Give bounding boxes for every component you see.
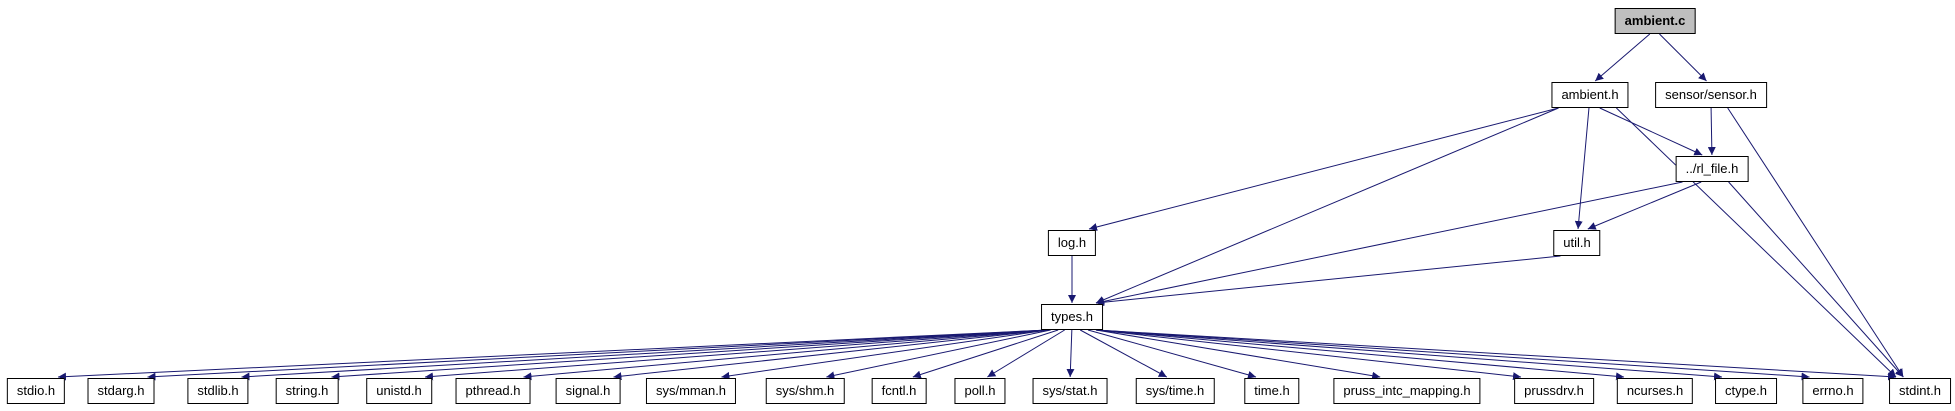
node-stdlib-h[interactable]: stdlib.h [187, 378, 249, 404]
node-label: stdarg.h [97, 383, 145, 398]
edge-types-h-to-signal-h [613, 329, 1049, 381]
edge-types-h-to-stdint-h [1095, 329, 1897, 381]
node-sensor-sensor-h[interactable]: sensor/sensor.h [1655, 82, 1767, 108]
node-label: stdio.h [16, 383, 56, 398]
node-sys-stat-h[interactable]: sys/stat.h [1032, 378, 1108, 404]
node-rl-file-h[interactable]: ../rl_file.h [1675, 156, 1749, 182]
edge-ambient-h-to-types-h [1095, 107, 1559, 304]
node-stdint-h[interactable]: stdint.h [1889, 378, 1951, 404]
edge-sensor-sensor-h-to-rl-file-h [1707, 107, 1716, 156]
edge-rl-file-h-to-util-h [1587, 181, 1702, 230]
node-sys-time-h[interactable]: sys/time.h [1135, 378, 1215, 404]
edge-types-h-to-time-h [1087, 329, 1257, 379]
node-label: ambient.h [1561, 87, 1619, 102]
edge-sensor-sensor-h-to-stdint-h [1727, 107, 1904, 378]
edge-ambient-h-to-log-h [1088, 107, 1559, 231]
node-poll-h[interactable]: poll.h [954, 378, 1006, 404]
edge-types-h-to-errno-h [1095, 329, 1810, 381]
node-sys-mman-h[interactable]: sys/mman.h [645, 378, 737, 404]
edge-types-h-to-prussdrv-h [1095, 329, 1522, 381]
node-label: sys/shm.h [775, 383, 835, 398]
node-label: sys/time.h [1145, 383, 1205, 398]
node-label: sys/mman.h [655, 383, 727, 398]
edge-rl-file-h-to-stdint-h [1728, 181, 1904, 378]
node-label: signal.h [565, 383, 611, 398]
edge-types-h-to-sys-stat-h [1066, 329, 1075, 378]
node-label: ambient.c [1624, 13, 1686, 28]
edge-types-h-to-pthread-h [523, 329, 1049, 381]
node-label: sensor/sensor.h [1665, 87, 1757, 102]
node-stdio-h[interactable]: stdio.h [6, 378, 66, 404]
node-ambient-h[interactable]: ambient.h [1551, 82, 1629, 108]
node-sys-shm-h[interactable]: sys/shm.h [765, 378, 845, 404]
node-prussdrv-h[interactable]: prussdrv.h [1514, 378, 1594, 404]
edge-types-h-to-ctype-h [1095, 329, 1723, 381]
node-string-h[interactable]: string.h [275, 378, 339, 404]
node-label: ctype.h [1725, 383, 1767, 398]
node-label: ../rl_file.h [1685, 161, 1739, 176]
edge-types-h-to-stdio-h [57, 329, 1049, 381]
node-time-h[interactable]: time.h [1244, 378, 1300, 404]
edge-types-h-to-sys-shm-h [826, 329, 1051, 380]
node-label: fcntl.h [881, 383, 917, 398]
node-label: sys/stat.h [1042, 383, 1098, 398]
edge-util-h-to-types-h [1095, 255, 1561, 307]
node-unistd-h[interactable]: unistd.h [366, 378, 432, 404]
node-ctype-h[interactable]: ctype.h [1715, 378, 1777, 404]
node-label: errno.h [1812, 383, 1854, 398]
node-label: prussdrv.h [1524, 383, 1584, 398]
node-label: stdlib.h [197, 383, 239, 398]
edge-types-h-to-poll-h [987, 329, 1065, 378]
node-stdarg-h[interactable]: stdarg.h [87, 378, 155, 404]
edge-ambient-c-to-ambient-h [1594, 33, 1651, 82]
edge-types-h-to-stdarg-h [147, 329, 1049, 381]
node-pthread-h[interactable]: pthread.h [455, 378, 531, 404]
node-ncurses-h[interactable]: ncurses.h [1616, 378, 1694, 404]
edge-types-h-to-fcntl-h [912, 329, 1059, 379]
edge-types-h-to-sys-mman-h [721, 329, 1049, 380]
node-label: unistd.h [376, 383, 422, 398]
node-pruss-intc-mapping-h[interactable]: pruss_intc_mapping.h [1333, 378, 1481, 404]
node-label: log.h [1057, 235, 1087, 250]
node-label: string.h [285, 383, 329, 398]
node-label: util.h [1563, 235, 1591, 250]
edge-types-h-to-unistd-h [424, 329, 1049, 381]
node-label: time.h [1254, 383, 1290, 398]
node-label: stdint.h [1899, 383, 1941, 398]
edge-ambient-h-to-rl-file-h [1599, 107, 1703, 156]
node-label: pruss_intc_mapping.h [1343, 383, 1471, 398]
node-label: ncurses.h [1626, 383, 1684, 398]
edge-types-h-to-pruss-intc-mapping-h [1095, 329, 1381, 380]
edge-rl-file-h-to-types-h [1095, 181, 1683, 306]
node-ambient-c: ambient.c [1614, 8, 1696, 34]
edge-ambient-c-to-sensor-sensor-h [1659, 33, 1707, 82]
edge-ambient-h-to-stdint-h [1616, 107, 1897, 378]
edge-types-h-to-stdlib-h [241, 329, 1049, 381]
node-label: poll.h [964, 383, 996, 398]
node-signal-h[interactable]: signal.h [555, 378, 621, 404]
node-label: types.h [1051, 309, 1093, 324]
edge-types-h-to-sys-time-h [1080, 329, 1167, 378]
node-fcntl-h[interactable]: fcntl.h [871, 378, 927, 404]
node-errno-h[interactable]: errno.h [1802, 378, 1864, 404]
node-types-h[interactable]: types.h [1041, 304, 1103, 330]
node-log-h[interactable]: log.h [1047, 230, 1097, 256]
edge-types-h-to-ncurses-h [1095, 329, 1625, 381]
edge-types-h-to-string-h [331, 329, 1049, 381]
node-util-h[interactable]: util.h [1553, 230, 1601, 256]
edge-ambient-h-to-util-h [1574, 107, 1590, 230]
node-label: pthread.h [465, 383, 521, 398]
